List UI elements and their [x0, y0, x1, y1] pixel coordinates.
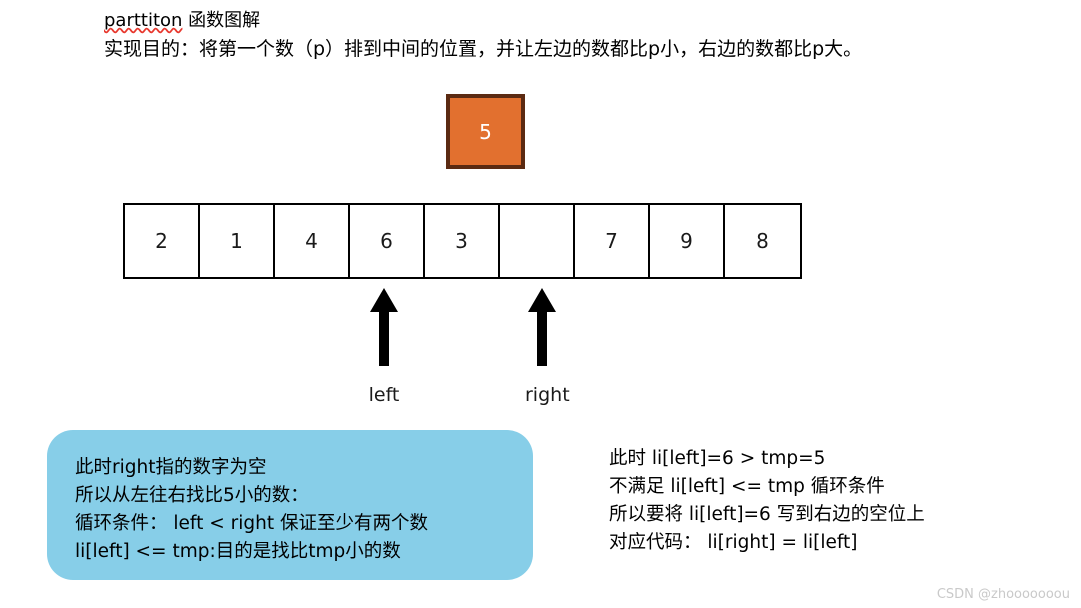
array-cell: 9 [650, 205, 725, 277]
array-cell: 6 [350, 205, 425, 277]
purpose-text: 实现目的：将第一个数（p）排到中间的位置，并让左边的数都比p小，右边的数都比p大… [104, 38, 863, 60]
callout-line: li[left] <= tmp:目的是找比tmp小的数 [75, 541, 401, 562]
note-line: 此时 li[left]=6 > tmp=5 [609, 448, 826, 469]
pointer-right: right [525, 288, 570, 406]
pivot-box: 5 [446, 94, 525, 169]
array-cell: 3 [425, 205, 500, 277]
pointer-right-label: right [525, 384, 570, 406]
callout-line: 所以从左往右找比5小的数： [75, 485, 309, 506]
note-line: 所以要将 li[left]=6 写到右边的空位上 [609, 504, 925, 525]
up-arrow-icon [370, 288, 398, 366]
array-cell-empty [500, 205, 575, 277]
note-line: 不满足 li[left] <= tmp 循环条件 [609, 476, 885, 497]
pivot-value: 5 [479, 119, 492, 144]
array-cell: 4 [275, 205, 350, 277]
up-arrow-icon [528, 288, 556, 366]
array-cell: 1 [200, 205, 275, 277]
callout-line: 循环条件： left < right 保证至少有两个数 [75, 513, 428, 534]
array-cell: 8 [756, 229, 769, 253]
array-cell: 7 [575, 205, 650, 277]
notes-right: 此时 li[left]=6 > tmp=5 不满足 li[left] <= tm… [609, 445, 1059, 557]
pointer-left-label: left [368, 384, 400, 406]
heading-block: parttiton 函数图解 实现目的：将第一个数（p）排到中间的位置，并让左边… [104, 8, 1064, 64]
callout-line: 此时right指的数字为空 [75, 457, 267, 478]
title-term: parttiton [104, 10, 183, 31]
callout-blue: 此时right指的数字为空 所以从左往右找比5小的数： 循环条件： left <… [47, 430, 533, 580]
note-line: 对应代码： li[right] = li[left] [609, 532, 858, 553]
array-row: 2 1 4 6 3 7 9 8 [123, 203, 802, 279]
diagram-title: parttiton 函数图解 [104, 8, 1064, 34]
array-cell: 2 [125, 205, 200, 277]
title-suffix: 函数图解 [182, 10, 261, 31]
pointer-left: left [367, 288, 401, 406]
watermark: CSDN @zhooooooou [936, 587, 1070, 602]
